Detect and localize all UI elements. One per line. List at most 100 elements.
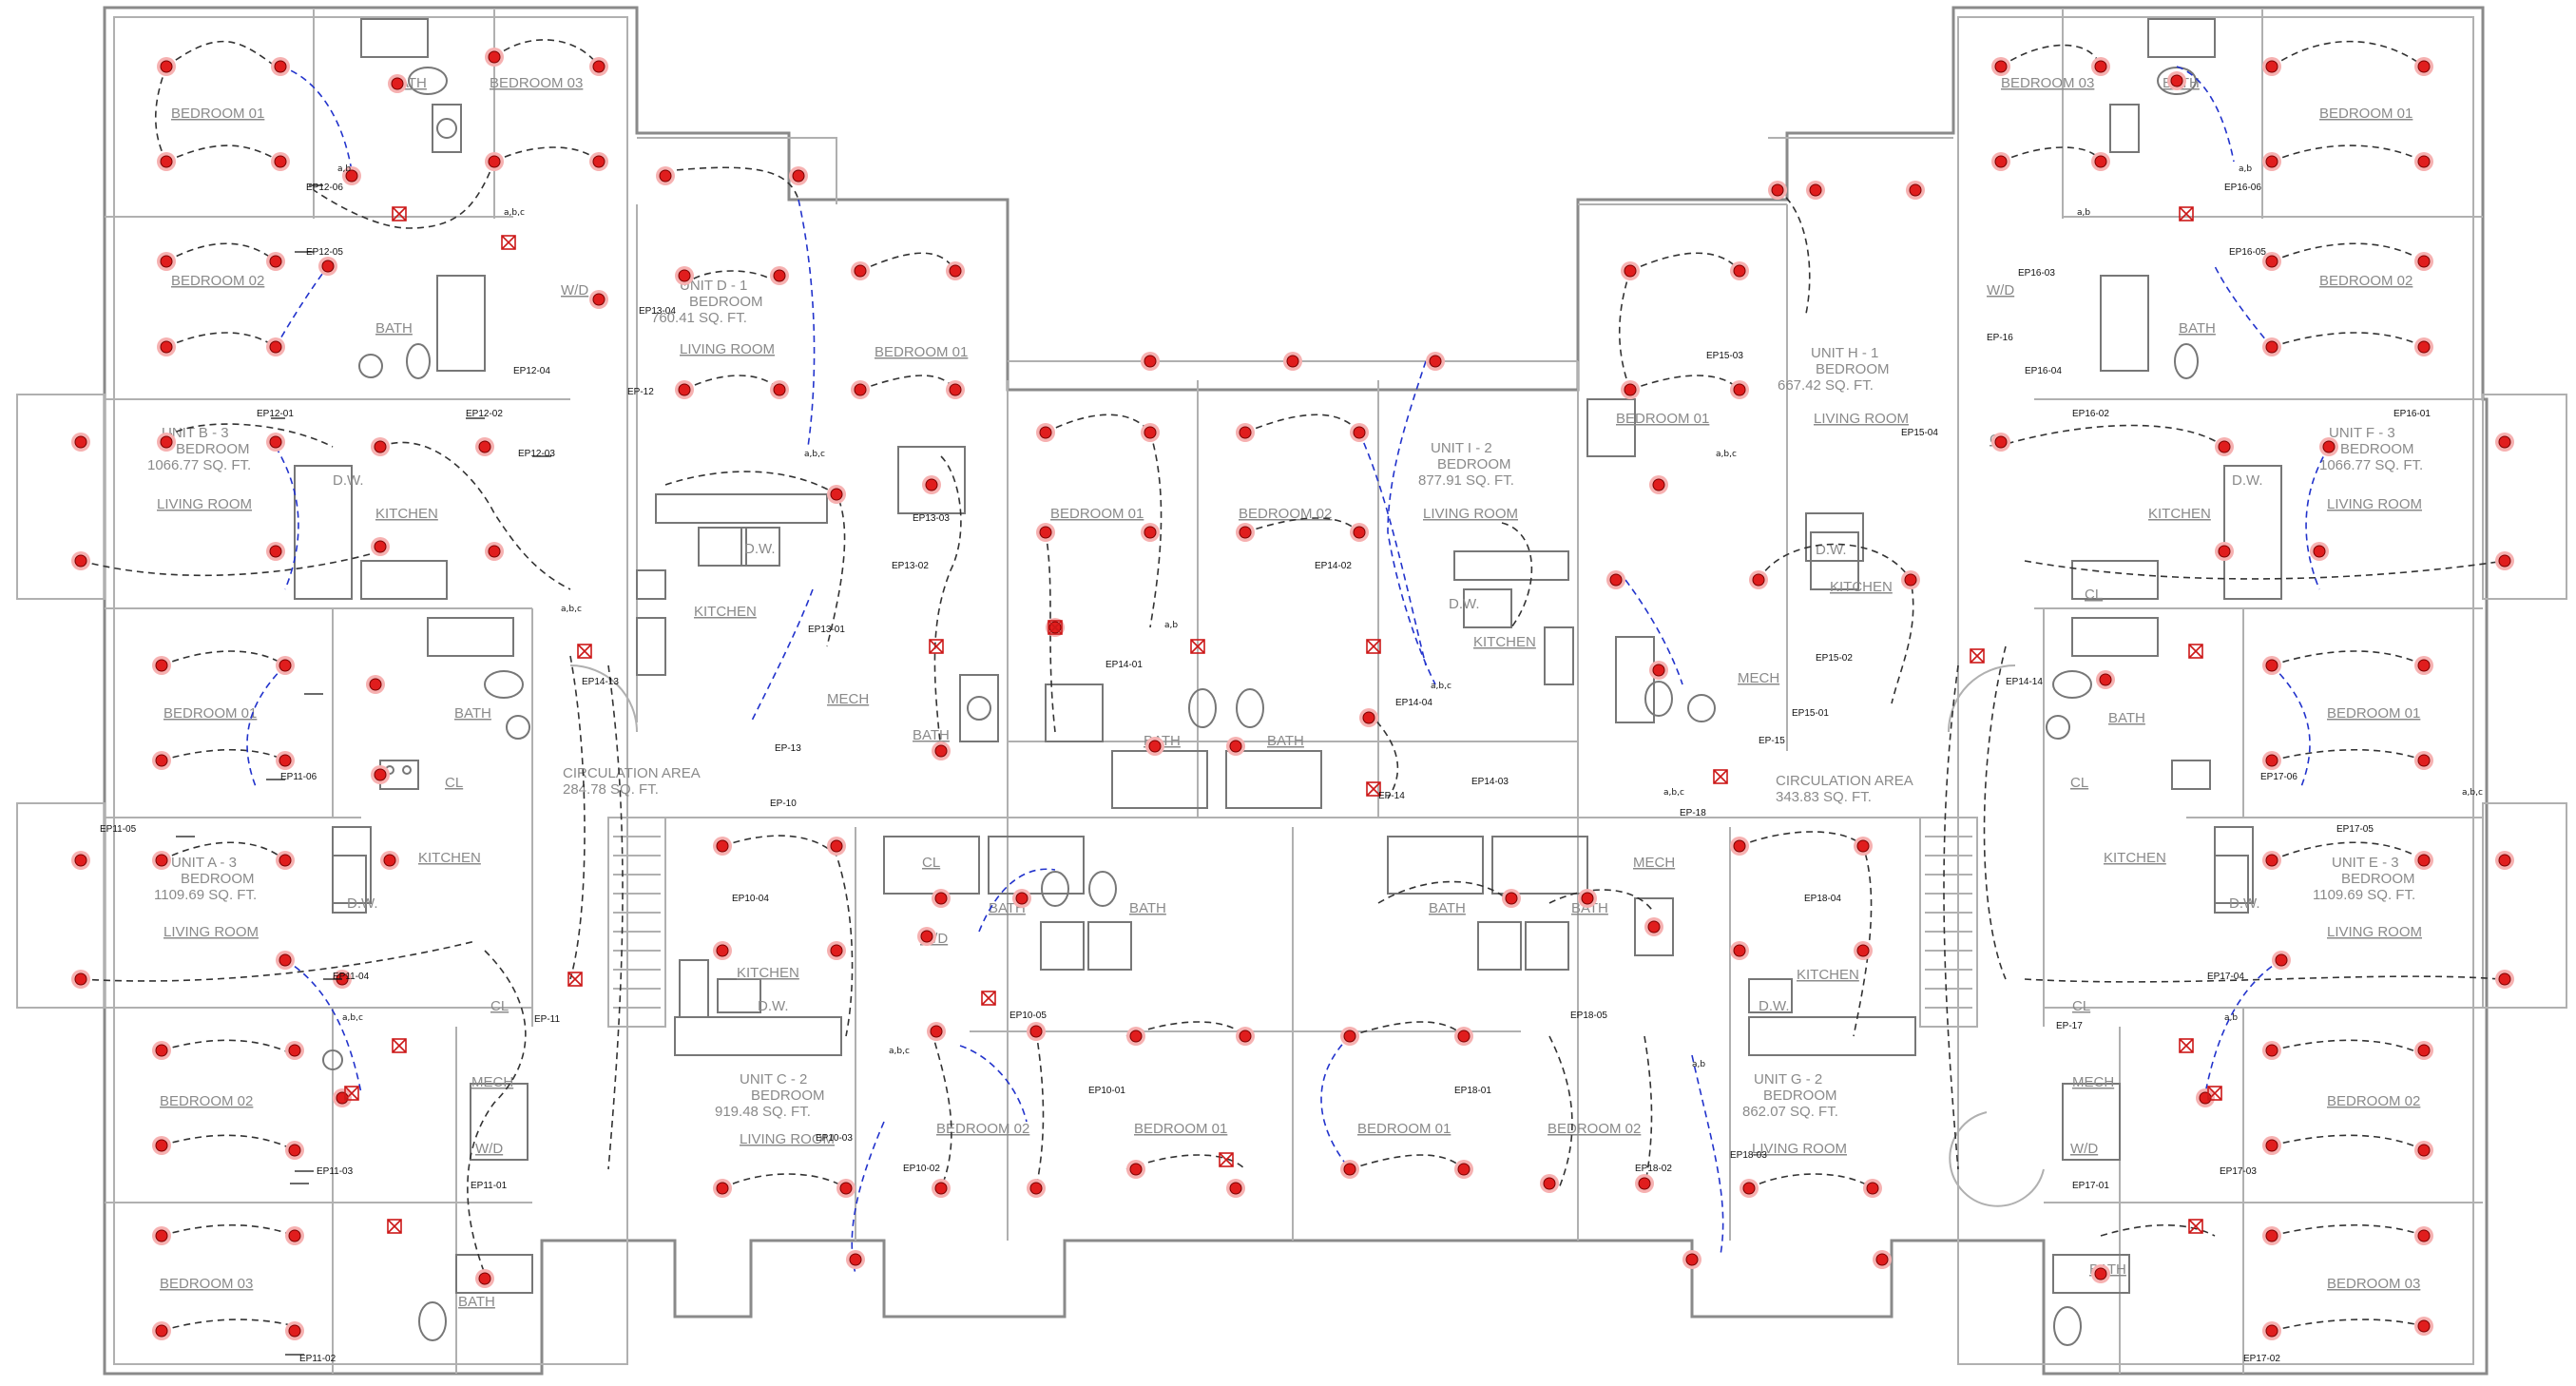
receptacle-device bbox=[1502, 889, 1521, 908]
tag-ep15-04: EP15-04 bbox=[1901, 428, 1938, 438]
receptacle-device bbox=[266, 542, 285, 561]
receptacle-device bbox=[366, 675, 385, 694]
room-label-living-e: LIVING ROOM bbox=[2327, 924, 2422, 940]
receptacle-device bbox=[2495, 433, 2514, 452]
receptacle-device bbox=[152, 851, 171, 870]
receptacle-device bbox=[1012, 889, 1031, 908]
unit-g-area: 862.07 SQ. FT. bbox=[1742, 1104, 1838, 1120]
room-label-kitchen-f: KITCHEN bbox=[2148, 506, 2211, 522]
room-label-mech-a: MECH bbox=[471, 1074, 513, 1090]
room-label-bath-a2: BATH bbox=[458, 1294, 495, 1310]
dw-label-b: D.W. bbox=[333, 472, 364, 489]
room-label-wd-f: W/D bbox=[1987, 282, 2014, 298]
junction-box-device bbox=[1190, 639, 1205, 654]
switch-ab-i1: a,b bbox=[1164, 621, 1178, 630]
switch-abc-b3: a,b,c bbox=[561, 605, 582, 614]
room-label-cl-e2: CL bbox=[2072, 998, 2090, 1014]
receptacle-device bbox=[1991, 57, 2010, 76]
receptacle-device bbox=[1991, 152, 2010, 171]
tag-ep15-02: EP15-02 bbox=[1816, 653, 1853, 664]
switch-legs: a,b a,b,c a,b,c a,b,c a,b a,b,c a,b,c a,… bbox=[337, 164, 2483, 1069]
dw-label-h: D.W. bbox=[1816, 542, 1847, 558]
unit-a-sub: BEDROOM bbox=[181, 871, 255, 887]
tag-ep16-03: EP16-03 bbox=[2018, 268, 2055, 279]
room-label-bedroom01-g: BEDROOM 01 bbox=[1357, 1121, 1451, 1137]
room-label-bedroom02-f: BEDROOM 02 bbox=[2319, 273, 2413, 289]
switch-abc-i2: a,b,c bbox=[1431, 682, 1451, 691]
receptacle-device bbox=[827, 837, 846, 856]
junction-box-device bbox=[2188, 644, 2203, 659]
room-label-living-b: LIVING ROOM bbox=[157, 496, 252, 512]
room-label-kitchen-d: KITCHEN bbox=[694, 604, 757, 620]
tag-ep11-01: EP11-01 bbox=[471, 1181, 508, 1191]
junction-box-device bbox=[1713, 769, 1728, 784]
receptacle-device bbox=[1540, 1174, 1559, 1193]
receptacle-device bbox=[827, 941, 846, 960]
room-label-kitchen-b: KITCHEN bbox=[375, 506, 438, 522]
tag-ep18-04: EP18-04 bbox=[1804, 894, 1841, 904]
receptacle-device bbox=[1991, 433, 2010, 452]
room-label-bedroom01-d: BEDROOM 01 bbox=[875, 344, 968, 360]
dw-label-g: D.W. bbox=[1759, 998, 1790, 1014]
receptacle-device bbox=[2262, 851, 2281, 870]
junction-box-device bbox=[387, 1219, 402, 1234]
tag-ep14-13: EP14-13 bbox=[582, 677, 619, 687]
room-label-living-g: LIVING ROOM bbox=[1752, 1141, 1847, 1157]
receptacle-device bbox=[2262, 57, 2281, 76]
plumbing-fixtures bbox=[294, 18, 2282, 1346]
unit-i-area: 877.91 SQ. FT. bbox=[1418, 472, 1514, 489]
circ-right-name: CIRCULATION AREA bbox=[1776, 773, 1913, 789]
tag-ep11-05: EP11-05 bbox=[100, 824, 137, 835]
receptacle-device bbox=[2262, 1321, 2281, 1340]
receptacle-device bbox=[2167, 71, 2186, 90]
unit-d-name: UNIT D - 1 bbox=[680, 278, 747, 294]
tag-ep12-03: EP12-03 bbox=[518, 449, 555, 459]
room-label-bedroom03-e: BEDROOM 03 bbox=[2327, 1276, 2420, 1292]
junction-box-device bbox=[567, 972, 583, 987]
unit-f-area: 1066.77 SQ. FT. bbox=[2319, 457, 2423, 473]
room-label-cl-f2: CL bbox=[2085, 587, 2103, 603]
tag-ep18-01: EP18-01 bbox=[1454, 1086, 1491, 1096]
receptacle-device bbox=[922, 475, 941, 494]
tag-ep18-03: EP18-03 bbox=[1730, 1150, 1767, 1161]
tag-ep10-01: EP10-01 bbox=[1088, 1086, 1125, 1096]
unit-h-sub: BEDROOM bbox=[1816, 361, 1890, 377]
receptacle-device bbox=[1027, 1179, 1046, 1198]
receptacle-device bbox=[71, 851, 90, 870]
room-label-bedroom03-a: BEDROOM 03 bbox=[160, 1276, 253, 1292]
receptacle-device bbox=[1350, 423, 1369, 442]
receptacle-device bbox=[388, 74, 407, 93]
receptacle-device bbox=[713, 1179, 732, 1198]
room-label-bedroom02-a: BEDROOM 02 bbox=[160, 1093, 253, 1109]
unit-c-sub: BEDROOM bbox=[751, 1088, 825, 1104]
receptacle-device bbox=[152, 656, 171, 675]
receptacle-device bbox=[276, 751, 295, 770]
dw-label-a: D.W. bbox=[347, 895, 378, 912]
receptacle-device bbox=[152, 1136, 171, 1155]
receptacle-device bbox=[1644, 917, 1663, 936]
unit-f-name: UNIT F - 3 bbox=[2329, 425, 2395, 441]
unit-i-name: UNIT I - 2 bbox=[1431, 440, 1492, 456]
junction-devices bbox=[344, 206, 2222, 1234]
tag-ep12-06: EP12-06 bbox=[306, 183, 343, 193]
receptacle-device bbox=[789, 166, 808, 185]
unit-b-area: 1066.77 SQ. FT. bbox=[147, 457, 251, 473]
receptacle-device bbox=[932, 741, 951, 760]
unit-h-name: UNIT H - 1 bbox=[1811, 345, 1878, 361]
unit-c-name: UNIT C - 2 bbox=[740, 1071, 807, 1088]
unit-i-sub: BEDROOM bbox=[1437, 456, 1511, 472]
receptacle-device bbox=[1359, 708, 1378, 727]
receptacle-device bbox=[2310, 542, 2329, 561]
junction-box-device bbox=[392, 206, 407, 221]
receptacle-device bbox=[2414, 751, 2433, 770]
receptacle-device bbox=[152, 1226, 171, 1245]
receptacle-device bbox=[2414, 337, 2433, 356]
receptacle-device bbox=[1426, 352, 1445, 371]
unit-a-name: UNIT A - 3 bbox=[171, 855, 237, 871]
receptacle-device bbox=[276, 951, 295, 970]
room-label-kitchen-c: KITCHEN bbox=[737, 965, 799, 981]
unit-e-name: UNIT E - 3 bbox=[2332, 855, 2399, 871]
room-label-bedroom01-e: BEDROOM 01 bbox=[2327, 705, 2420, 722]
receptacle-device bbox=[371, 437, 390, 456]
